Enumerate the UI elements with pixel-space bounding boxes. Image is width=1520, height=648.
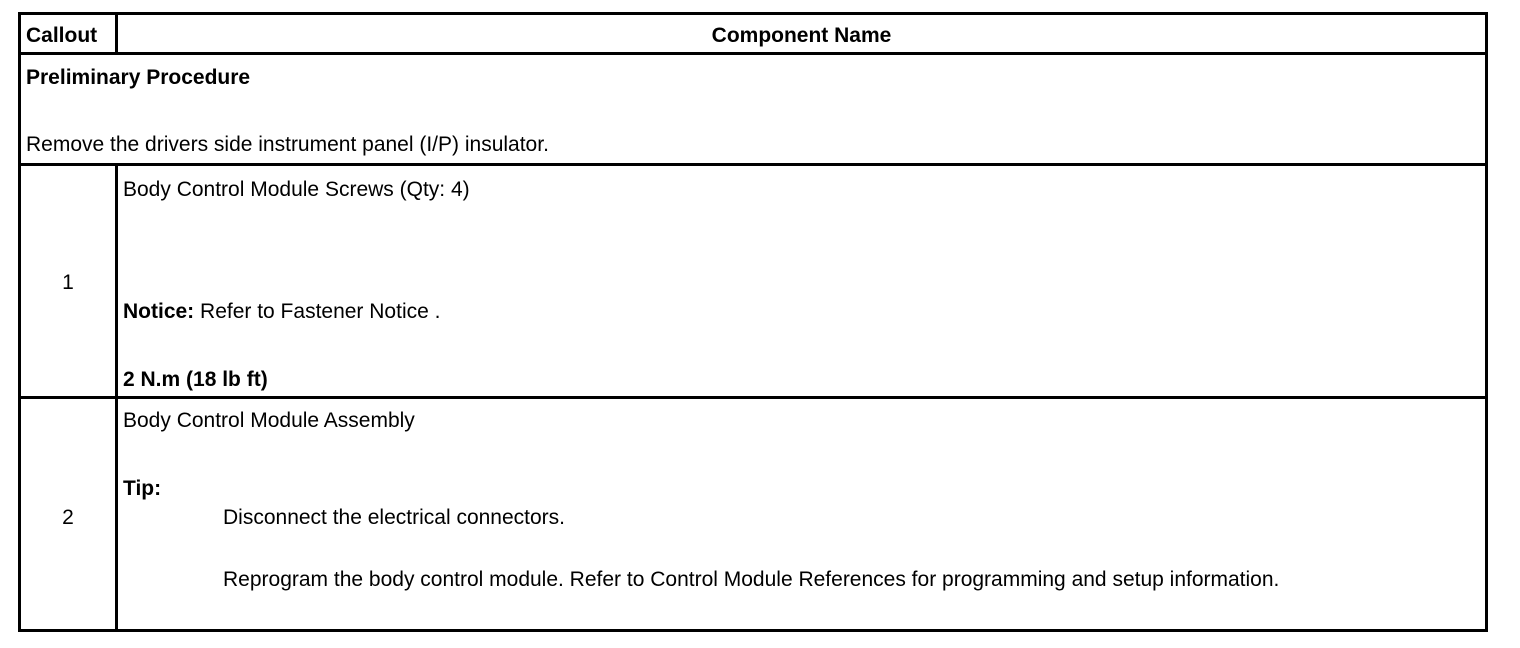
procedure-table: Callout Component Name Preliminary Proce…: [18, 12, 1488, 632]
row-2-callout: 2: [62, 506, 74, 529]
row-2-component-name: Body Control Module Assembly: [123, 409, 415, 432]
preliminary-text: Remove the drivers side instrument panel…: [26, 133, 549, 156]
column-divider-body: [115, 163, 118, 629]
row-divider: [21, 396, 1485, 399]
row-1-callout: 1: [62, 271, 74, 294]
row-1-component-name: Body Control Module Screws (Qty: 4): [123, 178, 470, 201]
notice-label: Notice:: [123, 300, 195, 323]
header-divider: [21, 52, 1485, 55]
header-component-name: Component Name: [711, 24, 892, 47]
column-divider-header: [115, 15, 118, 55]
preliminary-title: Preliminary Procedure: [26, 66, 251, 89]
header-callout: Callout: [26, 24, 98, 47]
row-2-tip-item: Disconnect the electrical connectors.: [223, 506, 565, 529]
row-1-notice: Notice: Refer to Fastener Notice .: [123, 300, 440, 324]
preliminary-divider: [21, 163, 1485, 166]
row-2-tip-item: Reprogram the body control module. Refer…: [223, 568, 1280, 591]
notice-text: Refer to Fastener Notice .: [194, 300, 441, 323]
row-2-tip-label: Tip:: [123, 477, 162, 500]
row-1-torque: 2 N.m (18 lb ft): [123, 368, 268, 391]
